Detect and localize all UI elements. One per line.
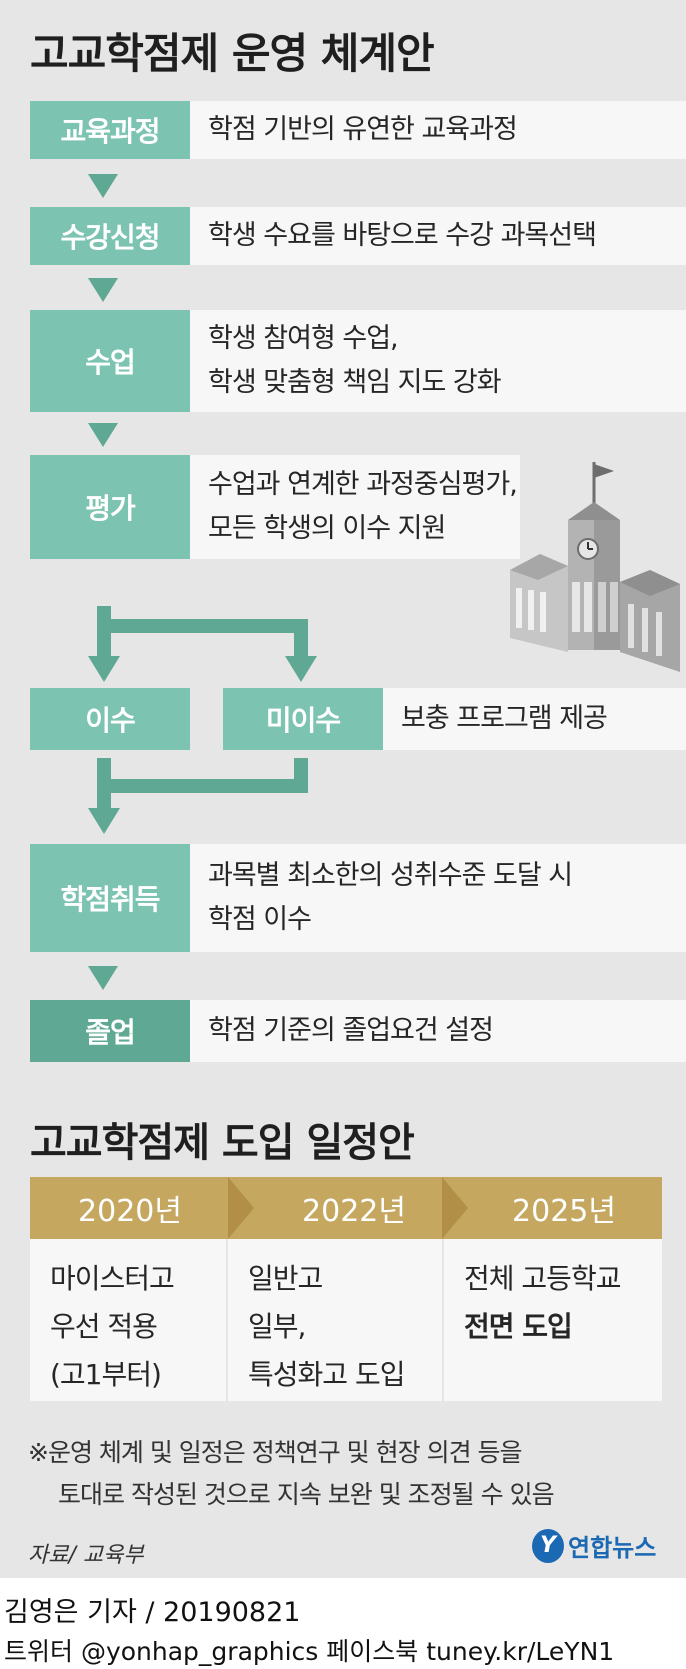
merge-line (97, 779, 308, 793)
chevron-right-icon (442, 1177, 468, 1239)
branch-line (294, 619, 308, 656)
yonhap-logo-text: 연합뉴스 (568, 1534, 657, 1562)
schedule-line: 마이스터고 (50, 1262, 175, 1295)
school-building-icon (510, 462, 680, 672)
year-strip (30, 1177, 662, 1239)
desc-line: 학점 이수 (208, 904, 312, 935)
step-desc-evaluation: 수업과 연계한 과정중심평가, 모든 학생의 이수 지원 (190, 455, 520, 559)
footnote: ※운영 체계 및 일정은 정책연구 및 현장 의견 등을 토대로 작성된 것으로… (28, 1432, 555, 1516)
step-desc-graduation: 학점 기준의 졸업요건 설정 (190, 1000, 686, 1062)
schedule-col-2020: 마이스터고 우선 적용 (고1부터) (30, 1239, 226, 1401)
step-label-credit: 학점취득 (30, 844, 190, 952)
desc-line: 수업과 연계한 과정중심평가, (208, 469, 518, 500)
step-label-graduation: 졸업 (30, 1000, 190, 1062)
down-arrow-icon (88, 966, 118, 990)
desc-line: 보충 프로그램 제공 (401, 703, 608, 734)
schedule-col-2022: 일반고 일부, 특성화고 도입 (228, 1239, 442, 1401)
desc-line: 학생 참여형 수업, (208, 323, 399, 354)
branch-line (97, 619, 308, 633)
year-label: 2022년 (302, 1194, 406, 1229)
step-desc-not-completed: 보충 프로그램 제공 (383, 688, 686, 750)
step-desc-class: 학생 참여형 수업, 학생 맞춤형 책임 지도 강화 (190, 310, 686, 412)
note-line: ※운영 체계 및 일정은 정책연구 및 현장 의견 등을 (28, 1438, 523, 1467)
desc-line: 모든 학생의 이수 지원 (208, 513, 446, 544)
schedule-line: 일부, (248, 1310, 306, 1343)
down-arrow-icon (88, 278, 118, 302)
schedule-title: 고교학점제 도입 일정안 (30, 1120, 415, 1166)
schedule-line: (고1부터) (50, 1358, 162, 1391)
reporter-credit: 김영은 기자 / 20190821 (4, 1597, 301, 1628)
step-label-class: 수업 (30, 310, 190, 412)
merge-line (97, 758, 111, 808)
schedule-line: 특성화고 도입 (248, 1358, 405, 1391)
step-desc-credit: 과목별 최소한의 성취수준 도달 시 학점 이수 (190, 844, 686, 952)
step-label-curriculum: 교육과정 (30, 101, 190, 159)
desc-line: 학점 기반의 유연한 교육과정 (208, 114, 518, 145)
step-label-not-completed: 미이수 (223, 688, 383, 750)
desc-line: 과목별 최소한의 성취수준 도달 시 (208, 860, 573, 891)
step-label-evaluation: 평가 (30, 455, 190, 559)
schedule-line: 우선 적용 (50, 1310, 158, 1343)
note-line: 토대로 작성된 것으로 지속 보완 및 조정될 수 있음 (58, 1480, 555, 1509)
down-arrow-icon (88, 423, 118, 447)
desc-line: 학생 수요를 바탕으로 수강 과목선택 (208, 220, 597, 251)
yonhap-logo-icon: Y (532, 1528, 564, 1563)
down-arrow-icon (88, 174, 118, 198)
yonhap-logo: Y 연합뉴스 (532, 1528, 656, 1563)
step-desc-enrollment: 학생 수요를 바탕으로 수강 과목선택 (190, 207, 686, 265)
schedule-line: 전체 고등학교 (464, 1262, 621, 1295)
step-label-enrollment: 수강신청 (30, 207, 190, 265)
year-label: 2020년 (78, 1194, 182, 1229)
down-arrow-icon (88, 808, 120, 834)
schedule-line-emphasis: 전면 도입 (464, 1310, 573, 1343)
sns-links: 트위터 @yonhap_graphics 페이스북 tuney.kr/LeYN1 (4, 1637, 615, 1666)
schedule-col-2025: 전체 고등학교 전면 도입 (444, 1239, 662, 1401)
year-label: 2025년 (512, 1194, 616, 1229)
step-desc-curriculum: 학점 기반의 유연한 교육과정 (190, 101, 686, 159)
desc-line: 학생 맞춤형 책임 지도 강화 (208, 367, 502, 398)
down-arrow-icon (285, 656, 317, 682)
desc-line: 학점 기준의 졸업요건 설정 (208, 1015, 494, 1046)
page-title: 고교학점제 운영 체계안 (30, 29, 435, 78)
down-arrow-icon (88, 656, 120, 682)
source-label: 자료/ 교육부 (28, 1543, 144, 1568)
schedule-line: 일반고 (248, 1262, 323, 1295)
step-label-completed: 이수 (30, 688, 190, 750)
chevron-right-icon (228, 1177, 254, 1239)
